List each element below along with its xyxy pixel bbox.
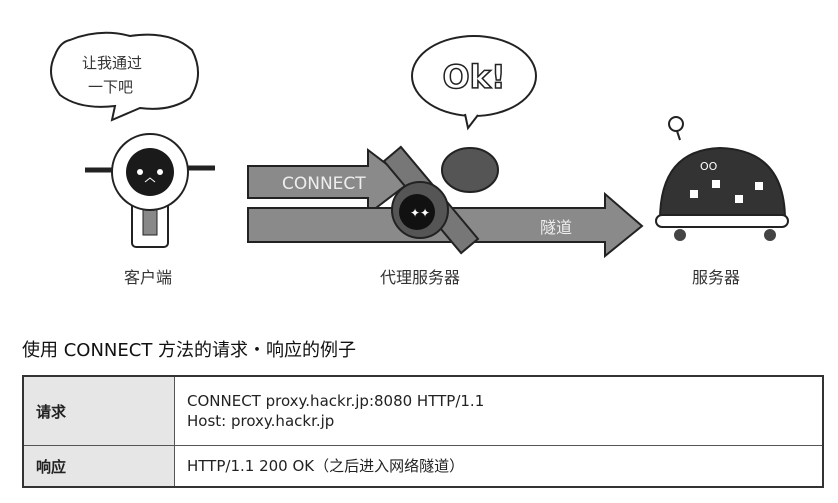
row-value: HTTP/1.1 200 OK（之后进入网络隧道） [174,445,824,488]
client-speech-bubble: 让我通过 一下吧 [50,31,199,122]
connect-example-table: 请求 CONNECT proxy.hackr.jp:8080 HTTP/1.1 … [22,375,824,488]
section-title: 使用 CONNECT 方法的请求・响应的例子 [22,340,357,361]
proxy-bubble-text: Ok! [442,58,505,96]
tunnel-arrow-label: 隧道 [540,218,572,237]
svg-text:✦✦: ✦✦ [410,206,430,220]
row-value: CONNECT proxy.hackr.jp:8080 HTTP/1.1 Hos… [174,375,824,446]
row-header: 响应 [22,445,175,488]
svg-text:OO: OO [700,160,718,173]
proxy-speech-bubble: Ok! [411,35,537,131]
client-robot-icon [85,133,215,248]
client-label: 客户端 [124,268,173,287]
connect-diagram: 让我通过 一下吧 CONNECT 隧道 Ok! ✦✦ [50,31,789,259]
row-header: 请求 [22,375,175,446]
client-bubble-line1: 让我通过 [82,54,142,72]
connect-arrow: CONNECT [247,147,412,217]
connect-arrow-label: CONNECT [282,174,366,194]
request-host-line: Host: proxy.hackr.jp [187,412,335,430]
request-line: CONNECT proxy.hackr.jp:8080 HTTP/1.1 [187,392,485,410]
server-label: 服务器 [692,268,741,287]
client-bubble-line2: 一下吧 [88,78,133,96]
server-robot-icon: OO [655,116,789,241]
proxy-label: 代理服务器 [380,268,461,287]
table-row-request: 请求 CONNECT proxy.hackr.jp:8080 HTTP/1.1 … [22,375,824,446]
response-line: HTTP/1.1 200 OK（之后进入网络隧道） [187,457,465,475]
proxy-server-icon: ✦✦ [382,145,499,255]
table-row-response: 响应 HTTP/1.1 200 OK（之后进入网络隧道） [22,445,824,488]
